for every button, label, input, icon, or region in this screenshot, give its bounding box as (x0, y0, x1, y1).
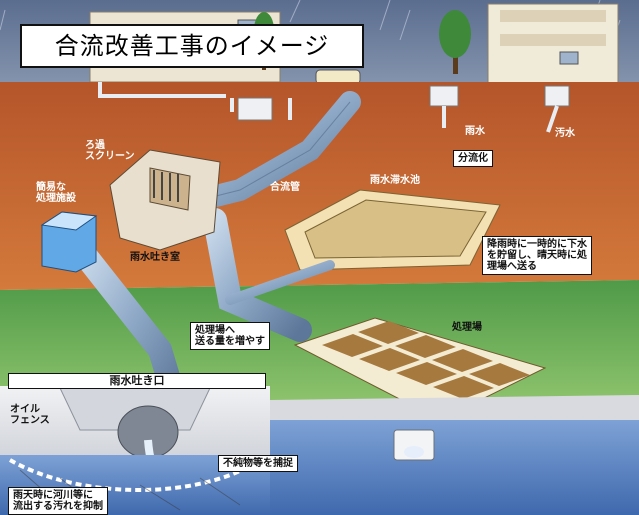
combined-pipe-outline (199, 101, 351, 201)
label-increase-flow-line-2: 送る量を増やす (195, 336, 265, 347)
label-treatment-plant: 処理場 (452, 322, 482, 333)
label-rainwater: 雨水 (465, 126, 485, 137)
storage-pond (284, 189, 501, 271)
pipe-branch (225, 260, 335, 305)
label-oil-fence: オイル フェンス (10, 404, 50, 426)
house-drain-pipes (98, 82, 292, 120)
apartment-building (487, 3, 619, 87)
simple-treatment-facility (40, 211, 98, 273)
label-combined-pipe: 合流管 (270, 182, 300, 193)
catch-basin-rain (429, 85, 459, 107)
label-screen-line-2: スクリーン (85, 151, 135, 162)
catch-basin-sewage (544, 85, 570, 107)
river-water-right (270, 420, 639, 515)
label-suppress-line-2: 流出する汚れを抑制 (13, 501, 103, 512)
label-increase-flow: 処理場へ 送る量を増やす (190, 322, 270, 350)
outfall-title: 雨水吐き口 (8, 373, 266, 389)
separated-drain-pipes (442, 105, 559, 133)
label-oil-fence-line-1: オイル (10, 404, 40, 415)
label-simple-treatment-line-2: 処理施設 (36, 193, 76, 204)
storage-description-line-1: 降雨時に一時的に下水 (487, 239, 587, 250)
label-rain-chamber: 雨水吐き室 (130, 252, 180, 263)
storage-description: 降雨時に一時的に下水 を貯留し、晴天時に処 理場へ送る (482, 236, 592, 275)
river-outlet-splash (404, 446, 424, 458)
label-increase-flow-line-1: 処理場へ (195, 325, 235, 336)
label-simple-treatment: 簡易な 処理施設 (36, 182, 76, 204)
river-outlet (393, 429, 435, 461)
oil-fence-boom (9, 458, 262, 492)
tree-right (439, 10, 471, 74)
label-capture: 不純物等を捕捉 (218, 455, 298, 472)
label-suppress-line-1: 雨天時に河川等に (13, 490, 93, 501)
rain-discharge-chamber (109, 149, 221, 251)
label-separated: 分流化 (453, 150, 493, 167)
treatment-plant (293, 317, 547, 421)
label-storage-pond: 雨水滞水池 (370, 175, 420, 186)
catch-basin-house (237, 97, 273, 121)
storage-description-line-2: を貯留し、晴天時に処 (487, 250, 587, 261)
storage-description-line-3: 理場へ送る (487, 261, 537, 272)
label-screen-line-1: ろ過 (85, 140, 105, 151)
label-sewage: 汚水 (555, 128, 575, 139)
label-screen: ろ過 スクリーン (85, 140, 135, 162)
page-title: 合流改善工事のイメージ (20, 24, 364, 68)
river-embankment (270, 395, 639, 420)
label-oil-fence-line-2: フェンス (10, 415, 50, 426)
label-suppress: 雨天時に河川等に 流出する汚れを抑制 (8, 487, 108, 515)
label-simple-treatment-line-1: 簡易な (36, 182, 66, 193)
